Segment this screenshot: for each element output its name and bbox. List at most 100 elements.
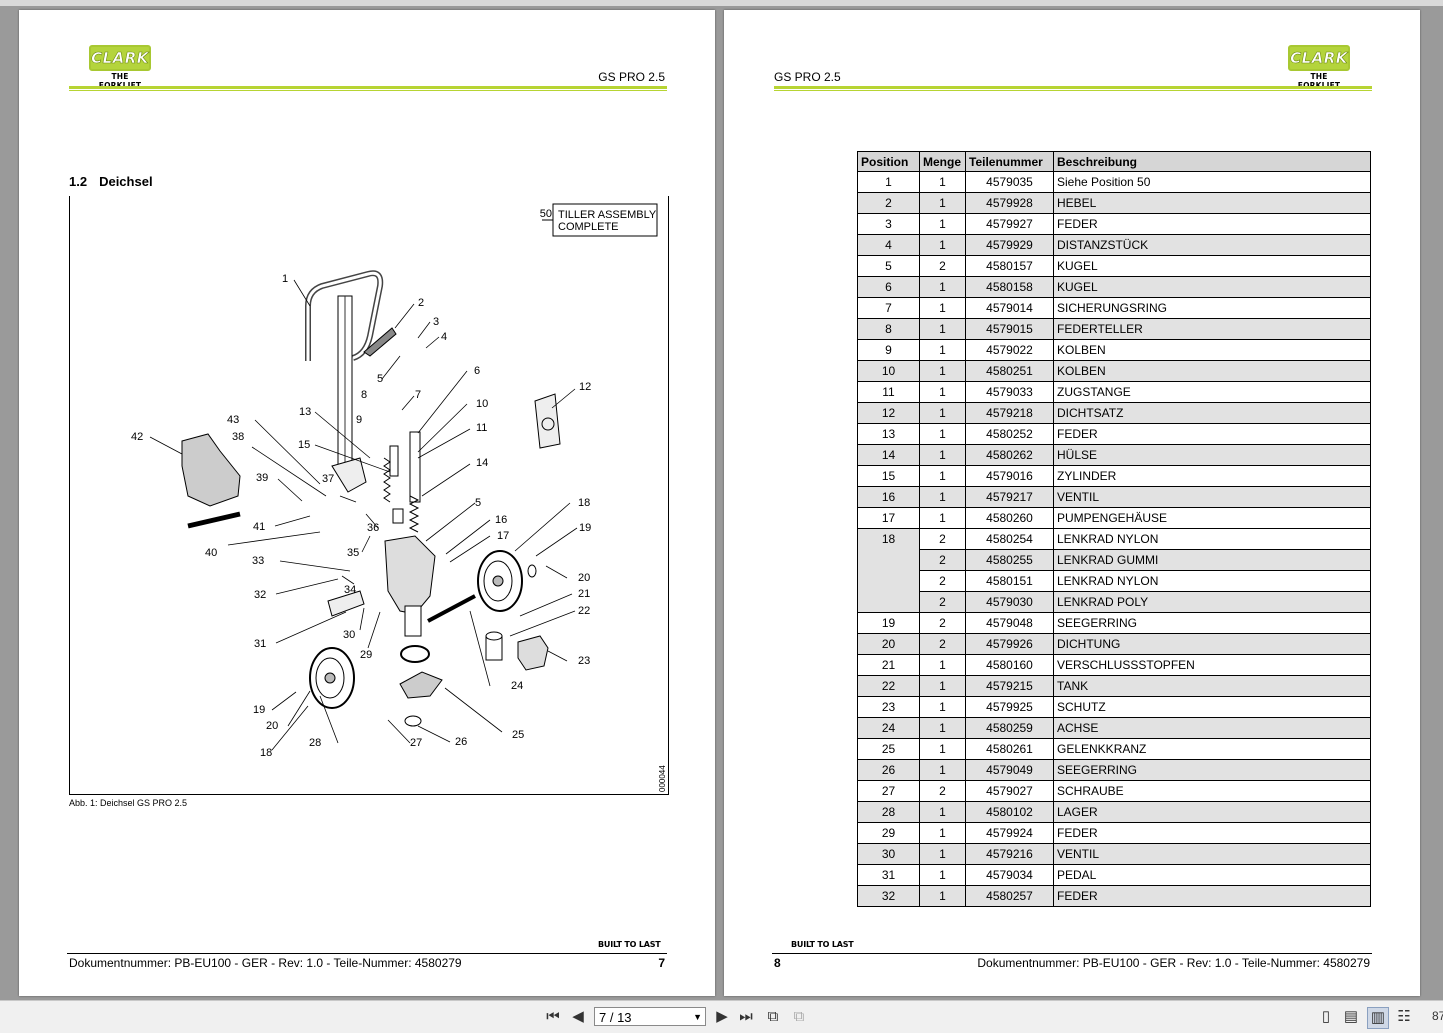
cell-part: 4579034	[965, 864, 1054, 886]
figure-caption: Abb. 1: Deichsel GS PRO 2.5	[69, 798, 188, 808]
cell-qty: 1	[919, 171, 966, 193]
cell-qty: 1	[919, 486, 966, 508]
cell-pos: 17	[857, 507, 920, 529]
cell-pos: 2	[857, 192, 920, 214]
go-back-view-icon[interactable]: ⧉	[767, 1008, 779, 1025]
cell-desc: HÜLSE	[1053, 444, 1371, 466]
cell-part: 4579033	[965, 381, 1054, 403]
part-label: 31	[254, 638, 266, 650]
tiller-exploded-drawing: 1234567891011121314155161718192021222324…	[131, 203, 667, 792]
previous-page-icon[interactable]: ◀	[572, 1008, 584, 1025]
cell-desc: SCHUTZ	[1053, 696, 1371, 718]
two-page-continuous-view-icon[interactable]: ☷	[1397, 1008, 1411, 1025]
part-label: 13	[299, 406, 311, 418]
model-title: GS PRO 2.5	[774, 70, 841, 84]
cell-qty: 1	[919, 339, 966, 361]
section-title: Deichsel	[99, 174, 153, 189]
part-label: 17	[497, 530, 509, 542]
cell-pos: 27	[857, 780, 920, 802]
cell-part: 4579048	[965, 612, 1054, 634]
footer-rule	[772, 953, 1372, 954]
cell-desc: PEDAL	[1053, 864, 1371, 886]
cell-pos: 31	[857, 864, 920, 886]
cell-part: 4579022	[965, 339, 1054, 361]
cell-part: 4580255	[965, 549, 1054, 571]
cell-desc: SEEGERRING	[1053, 612, 1371, 634]
part-label: 29	[360, 649, 372, 661]
last-page-icon[interactable]: ⏭	[739, 1008, 753, 1025]
part-label: 27	[410, 737, 422, 749]
cell-desc: KOLBEN	[1053, 339, 1371, 361]
column-header-description: Beschreibung	[1053, 151, 1371, 172]
cell-part: 4579049	[965, 759, 1054, 781]
part-label: 25	[512, 729, 524, 741]
part-label: 5	[377, 373, 383, 385]
cell-pos: 26	[857, 759, 920, 781]
page-selector[interactable]: 7 / 13 ▼	[594, 1007, 706, 1026]
cell-pos: 24	[857, 717, 920, 739]
cell-part: 4580254	[965, 528, 1054, 550]
go-forward-view-icon[interactable]: ⧉	[793, 1008, 805, 1025]
cell-qty: 1	[919, 843, 966, 865]
cell-part: 4580259	[965, 717, 1054, 739]
part-label: 28	[309, 737, 321, 749]
cell-part: 4579928	[965, 192, 1054, 214]
cell-part: 4579926	[965, 633, 1054, 655]
part-label: 18	[578, 497, 590, 509]
cell-desc: FEDER	[1053, 423, 1371, 445]
cell-qty: 1	[919, 759, 966, 781]
footer-document-number: Dokumentnummer: PB-EU100 - GER - Rev: 1.…	[977, 956, 1370, 970]
page-number: 7	[658, 956, 665, 970]
cell-qty: 1	[919, 465, 966, 487]
cell-qty: 2	[919, 633, 966, 655]
part-label: 22	[578, 605, 590, 617]
header-rule	[69, 86, 667, 89]
callout-number: 50	[540, 208, 552, 220]
cell-part: 4579014	[965, 297, 1054, 319]
part-label: 4	[441, 331, 447, 343]
document-viewport[interactable]: CLARK THE FORKLIFT GS PRO 2.5 1.2 Deichse…	[0, 6, 1443, 1000]
zoom-level: 87	[1432, 1009, 1443, 1023]
next-page-icon[interactable]: ▶	[716, 1008, 728, 1025]
cell-desc: VENTIL	[1053, 486, 1371, 508]
part-label: 34	[344, 584, 356, 596]
continuous-view-icon[interactable]: ▤	[1343, 1008, 1359, 1025]
cell-pos: 3	[857, 213, 920, 235]
table-header-row: Position Menge Teilenummer Beschreibung	[857, 151, 1371, 172]
callout-line1: TILLER ASSEMBLY	[558, 209, 657, 221]
first-page-icon[interactable]: ⏮	[546, 1008, 560, 1025]
chevron-down-icon: ▼	[693, 1012, 702, 1022]
cell-desc: DICHTUNG	[1053, 633, 1371, 655]
cell-pos: 20	[857, 633, 920, 655]
cell-qty: 1	[919, 381, 966, 403]
cell-desc: LAGER	[1053, 801, 1371, 823]
header-rule-thin	[774, 90, 1372, 91]
section-number: 1.2	[69, 174, 88, 189]
clark-logo: CLARK THE FORKLIFT	[1288, 45, 1350, 90]
cell-part: 4580151	[965, 570, 1054, 592]
cell-qty: 2	[919, 780, 966, 802]
image-code: 000044	[658, 765, 667, 792]
cell-desc: FEDER	[1053, 822, 1371, 844]
cell-desc: LENKRAD GUMMI	[1053, 549, 1371, 571]
cell-part: 4579027	[965, 780, 1054, 802]
cell-part: 4579216	[965, 843, 1054, 865]
two-page-view-icon[interactable]: ▥	[1367, 1007, 1389, 1029]
cell-desc: SCHRAUBE	[1053, 780, 1371, 802]
cell-part: 4579217	[965, 486, 1054, 508]
single-page-view-icon[interactable]: ▯	[1321, 1008, 1331, 1025]
part-label: 30	[343, 629, 355, 641]
cell-qty: 2	[919, 612, 966, 634]
